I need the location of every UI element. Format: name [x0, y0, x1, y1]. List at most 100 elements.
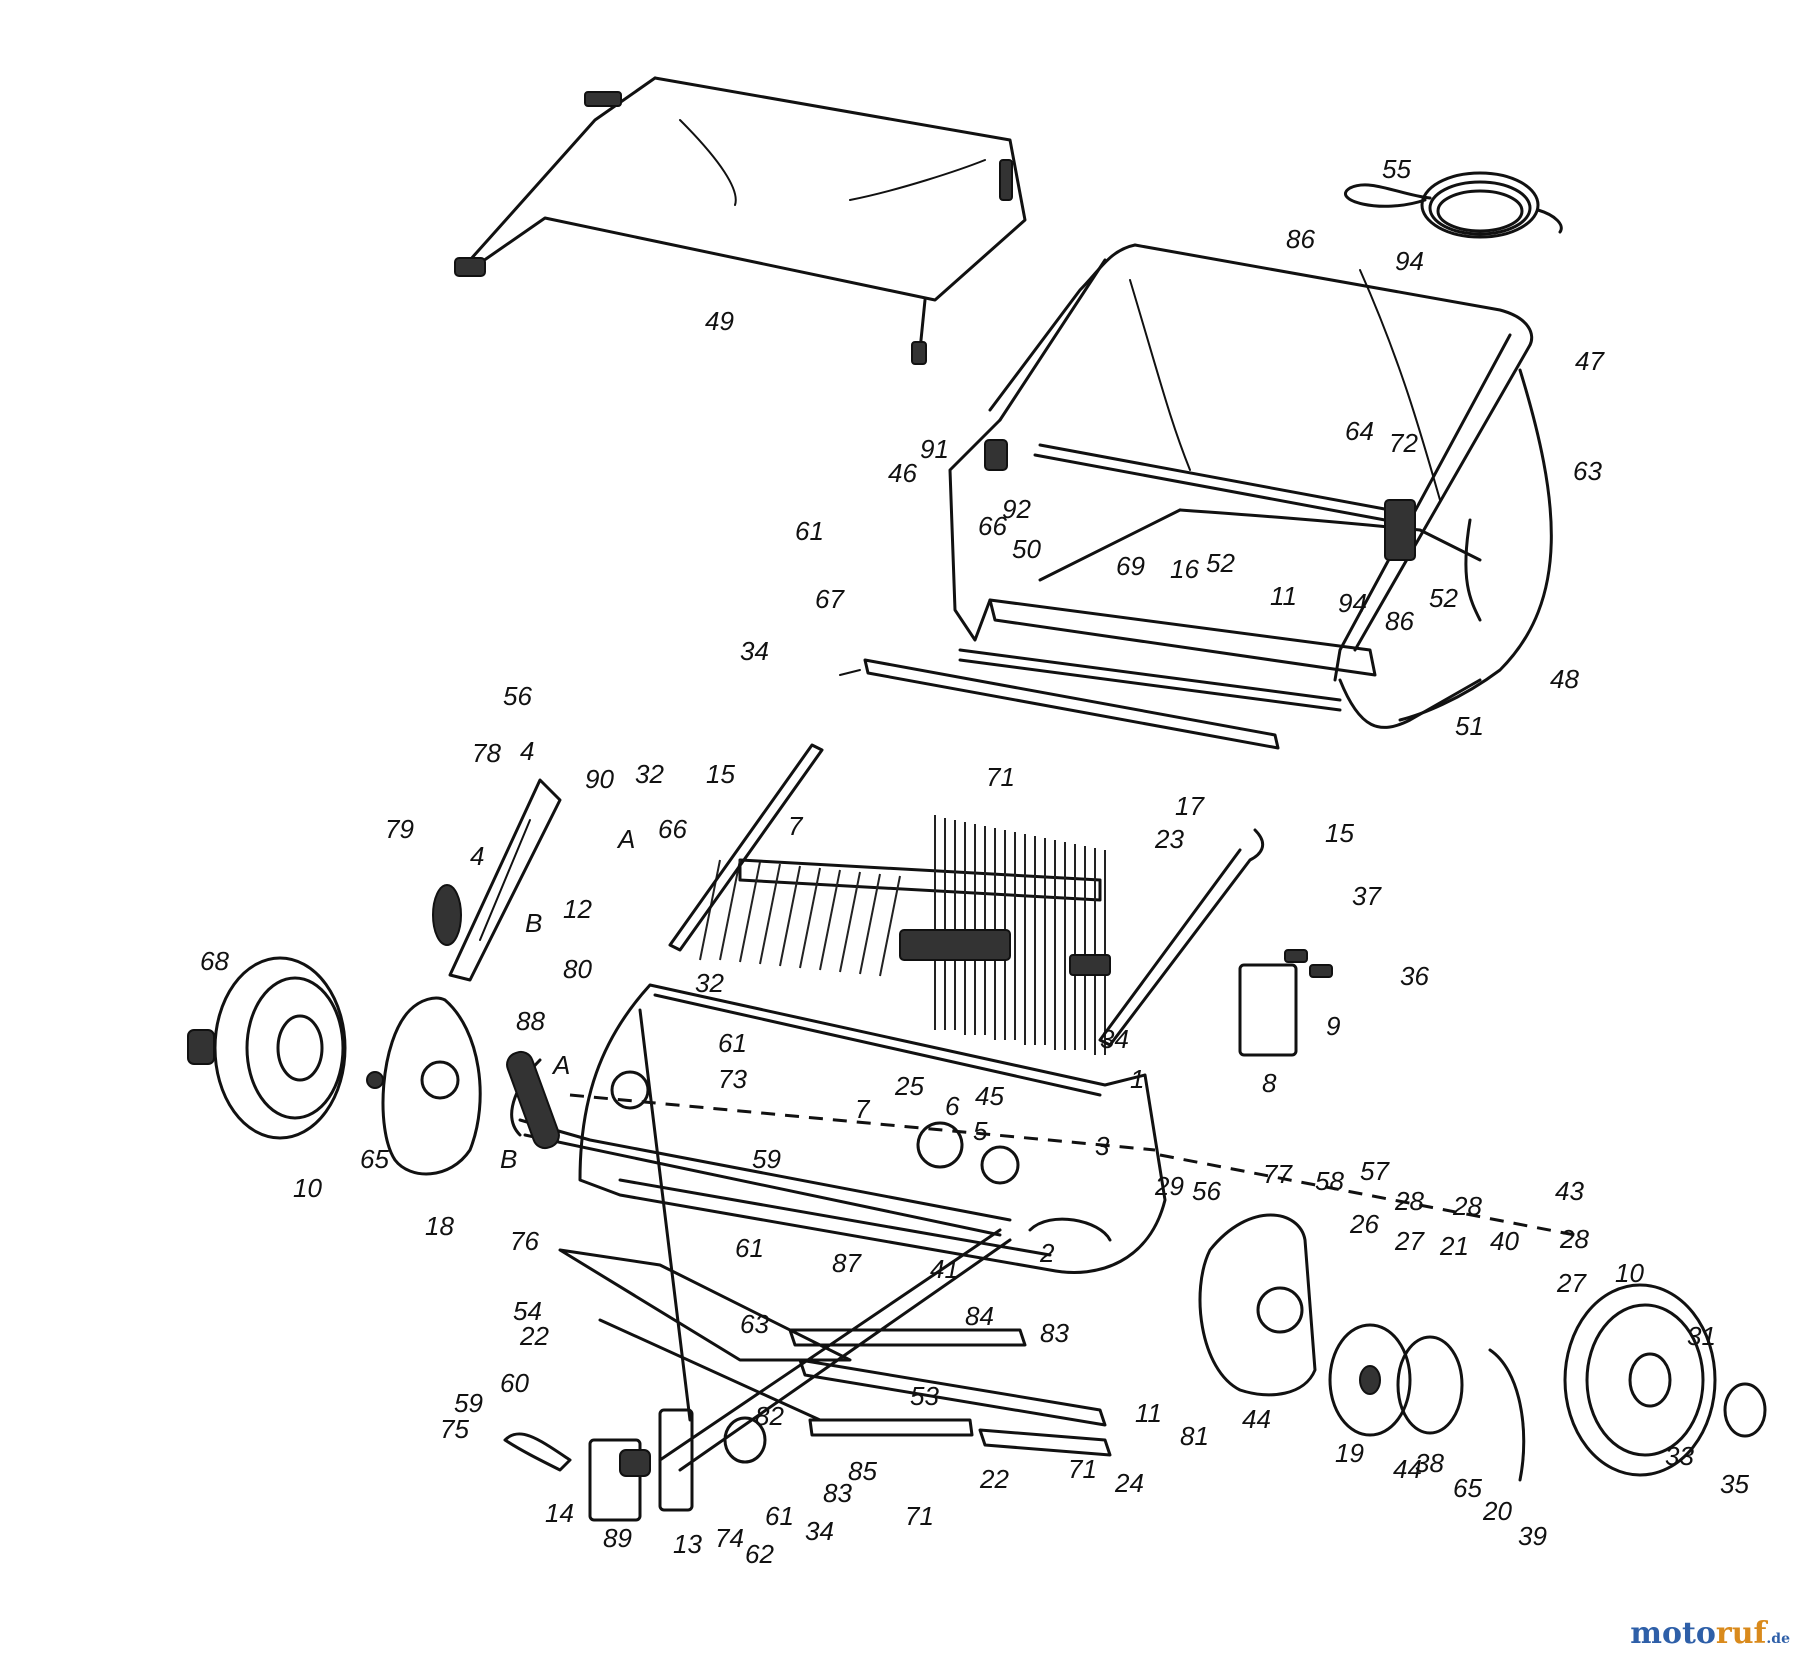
part-label-52b: 52 — [1429, 583, 1458, 613]
part-label-21: 21 — [1439, 1231, 1469, 1261]
part-label-94: 94 — [1395, 246, 1424, 276]
part-label-26: 26 — [1349, 1209, 1379, 1239]
part-label-56b: 56 — [1192, 1176, 1221, 1206]
part-label-60: 60 — [500, 1368, 529, 1398]
part-label-86: 86 — [1286, 224, 1315, 254]
part-label-B2: B — [500, 1144, 517, 1174]
part-label-85: 85 — [848, 1456, 877, 1486]
part-label-25: 25 — [894, 1071, 924, 1101]
watermark-part1: moto — [1630, 1616, 1716, 1651]
bracket-20 — [1488, 1348, 1526, 1482]
part-label-11: 11 — [1270, 581, 1297, 611]
part-label-55: 55 — [1382, 154, 1411, 184]
part-label-75: 75 — [440, 1414, 469, 1444]
part-label-65: 65 — [360, 1144, 389, 1174]
part-label-33: 33 — [1665, 1441, 1694, 1471]
gear-19 — [1328, 1323, 1412, 1437]
part-label-A2: A — [551, 1050, 570, 1080]
lower-handle — [503, 1008, 1012, 1522]
part-label-84: 84 — [965, 1301, 994, 1331]
side-arms — [668, 743, 1265, 1047]
part-label-18: 18 — [425, 1211, 454, 1241]
cable-coil — [1343, 171, 1563, 239]
part-label-61c: 61 — [735, 1233, 764, 1263]
front-plates — [558, 1248, 1112, 1457]
part-label-2: 2 — [1039, 1238, 1055, 1268]
part-label-10b: 10 — [1615, 1258, 1644, 1288]
brush-roll — [699, 815, 1111, 1055]
part-label-28: 28 — [1394, 1186, 1424, 1216]
part-label-40: 40 — [1490, 1226, 1519, 1256]
part-label-20: 20 — [1482, 1496, 1512, 1526]
part-label-34: 34 — [740, 636, 769, 666]
part-label-19: 19 — [1335, 1438, 1364, 1468]
part-label-80: 80 — [563, 954, 592, 984]
part-label-91: 91 — [920, 434, 949, 464]
part-label-28b: 28 — [1452, 1191, 1482, 1221]
part-label-49: 49 — [705, 306, 734, 336]
part-label-51: 51 — [1455, 711, 1484, 741]
part-label-37: 37 — [1352, 881, 1382, 911]
left-wheel-cover — [381, 996, 482, 1176]
part-label-9: 9 — [1326, 1011, 1340, 1041]
part-label-7b: 7 — [855, 1094, 871, 1124]
part-label-72: 72 — [1389, 428, 1418, 458]
part-label-24: 24 — [1114, 1468, 1144, 1498]
part-label-53: 53 — [910, 1381, 939, 1411]
part-label-77: 77 — [1263, 1159, 1293, 1189]
part-label-4: 4 — [520, 736, 534, 766]
brackets-8-9 — [1238, 949, 1333, 1057]
part-label-62: 62 — [745, 1539, 774, 1569]
part-label-56: 56 — [503, 681, 532, 711]
part-label-10: 10 — [293, 1173, 322, 1203]
part-label-78: 78 — [472, 738, 501, 768]
part-label-34c: 34 — [805, 1516, 834, 1546]
gear-38 — [1396, 1335, 1464, 1435]
part-label-59b: 59 — [454, 1388, 483, 1418]
part-label-63b: 63 — [740, 1309, 769, 1339]
part-label-36: 36 — [1400, 961, 1429, 991]
part-label-68: 68 — [200, 946, 229, 976]
part-label-61b: 61 — [718, 1028, 747, 1058]
part-label-89: 89 — [603, 1523, 632, 1553]
part-label-45: 45 — [975, 1081, 1004, 1111]
part-label-15b: 15 — [1325, 818, 1354, 848]
part-label-71c: 71 — [1068, 1454, 1097, 1484]
part-label-3: 3 — [1095, 1131, 1110, 1161]
part-label-16: 16 — [1170, 554, 1199, 584]
part-label-76: 76 — [510, 1226, 539, 1256]
part-label-81: 81 — [1180, 1421, 1209, 1451]
part-label-88: 88 — [516, 1006, 545, 1036]
rod — [839, 658, 1280, 750]
part-label-8: 8 — [1262, 1068, 1277, 1098]
part-label-83b: 83 — [823, 1478, 852, 1508]
right-wheel-cover — [1198, 1213, 1317, 1397]
part-label-43: 43 — [1555, 1176, 1584, 1206]
part-label-92: 92 — [1002, 494, 1031, 524]
part-label-14: 14 — [545, 1498, 574, 1528]
part-label-41: 41 — [930, 1254, 959, 1284]
part-label-35: 35 — [1720, 1469, 1749, 1499]
part-label-32: 32 — [635, 759, 664, 789]
part-label-86b: 86 — [1385, 606, 1414, 636]
part-label-12: 12 — [563, 894, 592, 924]
main-housing — [569, 983, 1576, 1274]
part-label-6: 6 — [945, 1091, 960, 1121]
part-label-22b: 22 — [979, 1464, 1009, 1494]
part-label-5: 5 — [973, 1116, 988, 1146]
catcher-frame — [948, 243, 1553, 729]
part-label-64: 64 — [1345, 416, 1374, 446]
watermark: motoruf.de — [1630, 1616, 1790, 1651]
part-label-44: 44 — [1242, 1404, 1271, 1434]
height-adjuster — [432, 778, 562, 982]
part-label-63: 63 — [1573, 456, 1602, 486]
part-label-27b: 27 — [1556, 1268, 1587, 1298]
part-label-58: 58 — [1315, 1166, 1344, 1196]
part-label-83: 83 — [1040, 1318, 1069, 1348]
part-label-47: 47 — [1575, 346, 1605, 376]
part-label-11b: 11 — [1135, 1398, 1162, 1428]
part-label-7: 7 — [788, 811, 804, 841]
part-label-61: 61 — [795, 516, 824, 546]
grip-88 — [506, 1050, 560, 1150]
